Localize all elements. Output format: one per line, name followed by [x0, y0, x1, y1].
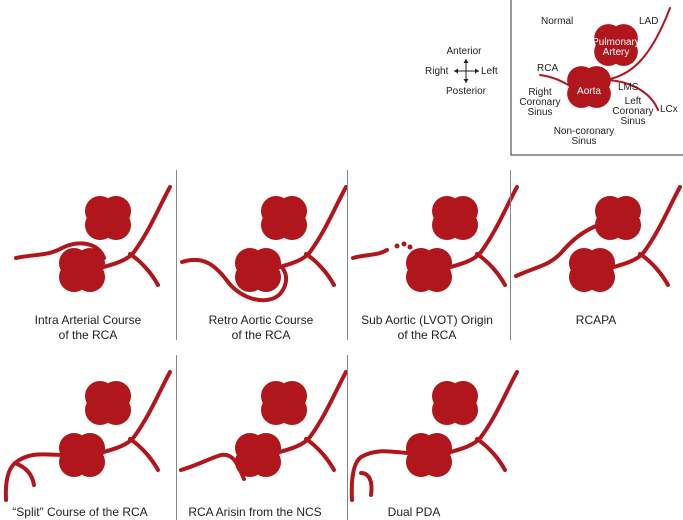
label-pulmonary-2: Artery — [602, 47, 630, 58]
lad-vessel — [274, 185, 348, 270]
aorta — [235, 433, 281, 477]
rca-dotted-segment — [407, 244, 413, 250]
normal-anatomy-drawing — [539, 7, 671, 111]
label-left-sinus-1: Left — [624, 96, 642, 107]
rca-vessel — [539, 74, 573, 88]
rca-vessel — [359, 471, 374, 497]
aorta — [406, 248, 452, 292]
lad-vessel — [604, 7, 671, 81]
panel-intra-arterial — [14, 185, 172, 292]
label-left-sinus-3: Sinus — [620, 116, 646, 127]
panel-divider — [176, 355, 177, 520]
rca-vessel — [179, 452, 246, 481]
lcx-vessel — [607, 79, 659, 111]
panel-divider — [347, 355, 348, 520]
label-lcx: LCx — [660, 104, 678, 115]
pulmonary-artery — [595, 196, 641, 240]
aorta — [567, 66, 611, 108]
panel-sub-aortic — [351, 185, 519, 292]
lad-vessel — [98, 185, 172, 270]
panel-rcapa — [514, 185, 682, 292]
aorta — [59, 433, 105, 477]
aorta — [406, 433, 452, 477]
caption-dual-pda: Dual PDA — [387, 505, 441, 519]
pulmonary-artery — [261, 196, 307, 240]
label-lad: LAD — [639, 16, 659, 27]
aorta — [569, 248, 615, 292]
orientation-anterior: Anterior — [446, 46, 482, 57]
label-right-sinus-3: Sinus — [527, 107, 553, 118]
label-noncoronary-1: Non-coronary — [553, 126, 615, 137]
lcx-vessel — [475, 252, 507, 287]
rca-vessel — [180, 257, 288, 303]
lcx-vessel — [128, 252, 160, 287]
rca-vessel — [13, 461, 36, 487]
panel-retro-aortic — [180, 185, 348, 303]
pulmonary-artery — [594, 24, 638, 66]
orientation-right: Right — [425, 66, 449, 77]
lad-vessel — [445, 185, 519, 270]
label-lms: LMS — [618, 82, 639, 93]
orientation-left: Left — [481, 66, 498, 77]
rca-vessel — [349, 449, 409, 502]
caption-ncs: RCA Arisin from the NCS — [188, 505, 322, 519]
label-noncoronary-2: Sinus — [571, 136, 597, 147]
rca-vessel — [514, 224, 598, 278]
pulmonary-artery — [85, 196, 131, 240]
pulmonary-artery — [432, 381, 478, 425]
lad-vessel — [274, 370, 348, 455]
lcx-vessel — [638, 252, 670, 287]
orientation-posterior: Posterior — [445, 86, 487, 97]
lcx-vessel — [304, 252, 336, 287]
aorta — [59, 248, 105, 292]
lcx-vessel — [304, 437, 336, 472]
rca-dotted-segment — [394, 243, 400, 249]
label-left-sinus-2: Coronary — [612, 106, 654, 117]
panel-split — [3, 370, 172, 502]
label-aorta: Aorta — [577, 86, 601, 97]
rca-vessel — [351, 248, 389, 260]
panel-dual-pda — [349, 370, 519, 502]
lad-vessel — [98, 370, 172, 455]
panel-divider — [510, 170, 511, 340]
legend-title: Normal — [541, 16, 574, 27]
panel-divider — [176, 170, 177, 340]
legend-box-border — [510, 0, 683, 156]
panel-divider — [347, 170, 348, 340]
pulmonary-artery — [432, 196, 478, 240]
lad-vessel — [608, 185, 682, 270]
label-right-sinus-2: Coronary — [519, 97, 561, 108]
rca-dotted-segment — [401, 241, 407, 247]
lad-vessel — [445, 370, 519, 455]
pulmonary-artery — [261, 381, 307, 425]
lcx-vessel — [475, 437, 507, 472]
compass-arrows-icon — [454, 59, 479, 83]
aorta — [235, 248, 281, 292]
rca-vessel — [14, 241, 106, 260]
label-rca: RCA — [537, 63, 559, 74]
caption-split: “Split” Course of the RCA — [12, 505, 148, 519]
lcx-vessel — [128, 437, 160, 472]
label-pulmonary-1: Pulmonary — [592, 37, 640, 48]
caption-rcapa: RCAPA — [575, 313, 617, 327]
pulmonary-artery — [85, 381, 131, 425]
label-right-sinus-1: Right — [528, 87, 552, 98]
panel-ncs — [179, 370, 348, 481]
